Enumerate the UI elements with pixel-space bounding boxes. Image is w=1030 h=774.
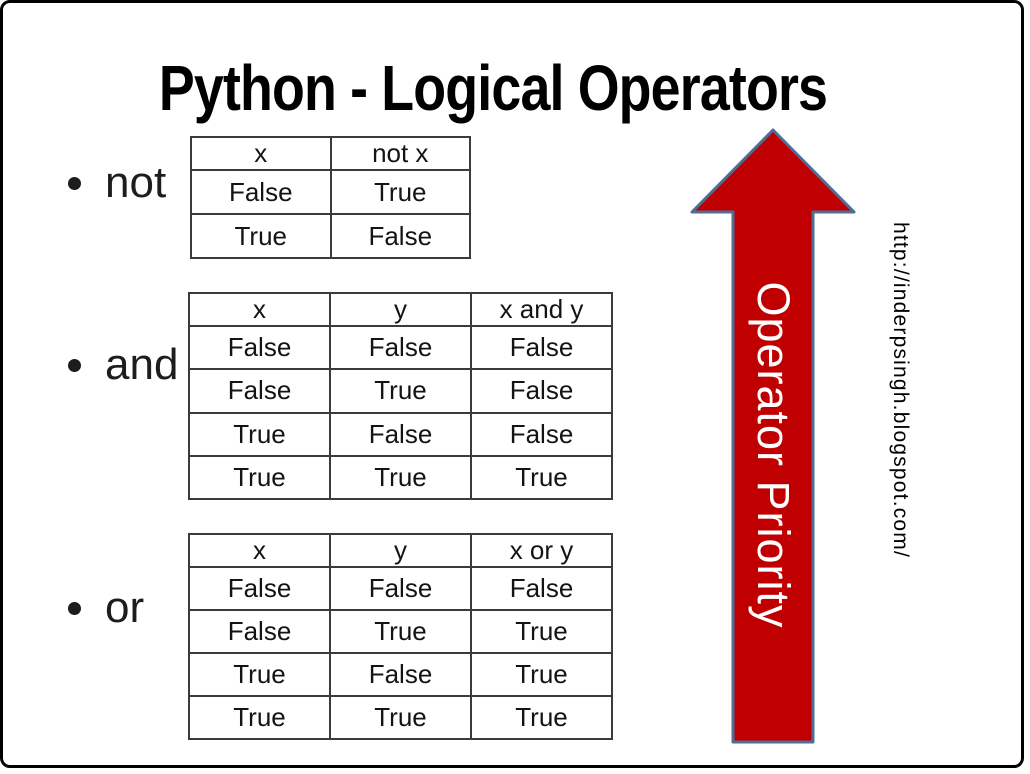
table-header-row: x not x xyxy=(190,136,471,171)
table-cell: True xyxy=(188,454,331,501)
table-cell: True xyxy=(188,695,331,740)
table-cell: True xyxy=(329,609,472,654)
table-cell: False xyxy=(188,324,331,371)
table-cell: False xyxy=(190,169,332,215)
table-row: True True True xyxy=(188,454,613,501)
table-cell: False xyxy=(188,609,331,654)
table-row: True True True xyxy=(188,695,613,740)
table-row: True False True xyxy=(188,652,613,697)
table-cell: True xyxy=(470,695,613,740)
table-cell: True xyxy=(329,368,472,414)
bullet-dot-icon xyxy=(68,176,81,190)
table-cell: True xyxy=(329,169,471,215)
column-header: x xyxy=(188,533,331,568)
table-row: False False False xyxy=(188,566,613,611)
table-header-row: x y x or y xyxy=(188,533,613,568)
column-header: x or y xyxy=(470,533,613,568)
up-arrow-icon xyxy=(690,128,856,744)
table-cell: False xyxy=(470,566,613,611)
table-cell: False xyxy=(329,652,472,697)
url-watermark: http://inderpsingh.blogspot.com/ xyxy=(889,221,912,559)
table-cell: True xyxy=(470,652,613,697)
table-cell: False xyxy=(188,566,331,611)
table-cell: True xyxy=(470,454,613,501)
bullet-label-not: not xyxy=(105,158,167,207)
column-header: x xyxy=(188,292,331,327)
table-cell: False xyxy=(329,213,471,259)
table-cell: False xyxy=(470,411,613,457)
bullet-dot-icon xyxy=(68,601,81,615)
bullet-item-or: or xyxy=(68,586,144,630)
truth-table-and: x y x and y False False False False True… xyxy=(188,292,613,501)
column-header: x xyxy=(190,136,332,171)
table-row: False False False xyxy=(188,324,613,371)
column-header: y xyxy=(329,533,472,568)
table-cell: False xyxy=(329,411,472,457)
column-header: x and y xyxy=(470,292,613,327)
column-header: y xyxy=(329,292,472,327)
column-header: not x xyxy=(329,136,471,171)
table-row: True False False xyxy=(188,411,613,457)
table-cell: True xyxy=(329,695,472,740)
table-cell: False xyxy=(329,324,472,371)
table-cell: True xyxy=(329,454,472,501)
page-title: Python - Logical Operators xyxy=(158,52,828,124)
bullet-item-not: not xyxy=(68,161,166,205)
table-row: False True False xyxy=(188,368,613,414)
table-cell: False xyxy=(188,368,331,414)
table-cell: True xyxy=(470,609,613,654)
table-cell: True xyxy=(188,411,331,457)
table-cell: False xyxy=(470,324,613,371)
table-cell: True xyxy=(190,213,332,259)
up-arrow-graphic xyxy=(690,128,856,744)
truth-table-not: x not x False True True False xyxy=(190,136,471,259)
truth-table-or: x y x or y False False False False True … xyxy=(188,533,613,740)
table-row: False True xyxy=(190,169,471,215)
table-cell: False xyxy=(329,566,472,611)
bullet-label-or: or xyxy=(105,583,145,632)
bullet-label-and: and xyxy=(105,340,179,389)
table-cell: True xyxy=(188,652,331,697)
table-header-row: x y x and y xyxy=(188,292,613,327)
table-row: True False xyxy=(190,213,471,259)
bullet-dot-icon xyxy=(68,358,81,372)
bullet-item-and: and xyxy=(68,343,178,387)
table-cell: False xyxy=(470,368,613,414)
arrow-label: Operator Priority xyxy=(748,281,799,629)
table-row: False True True xyxy=(188,609,613,654)
